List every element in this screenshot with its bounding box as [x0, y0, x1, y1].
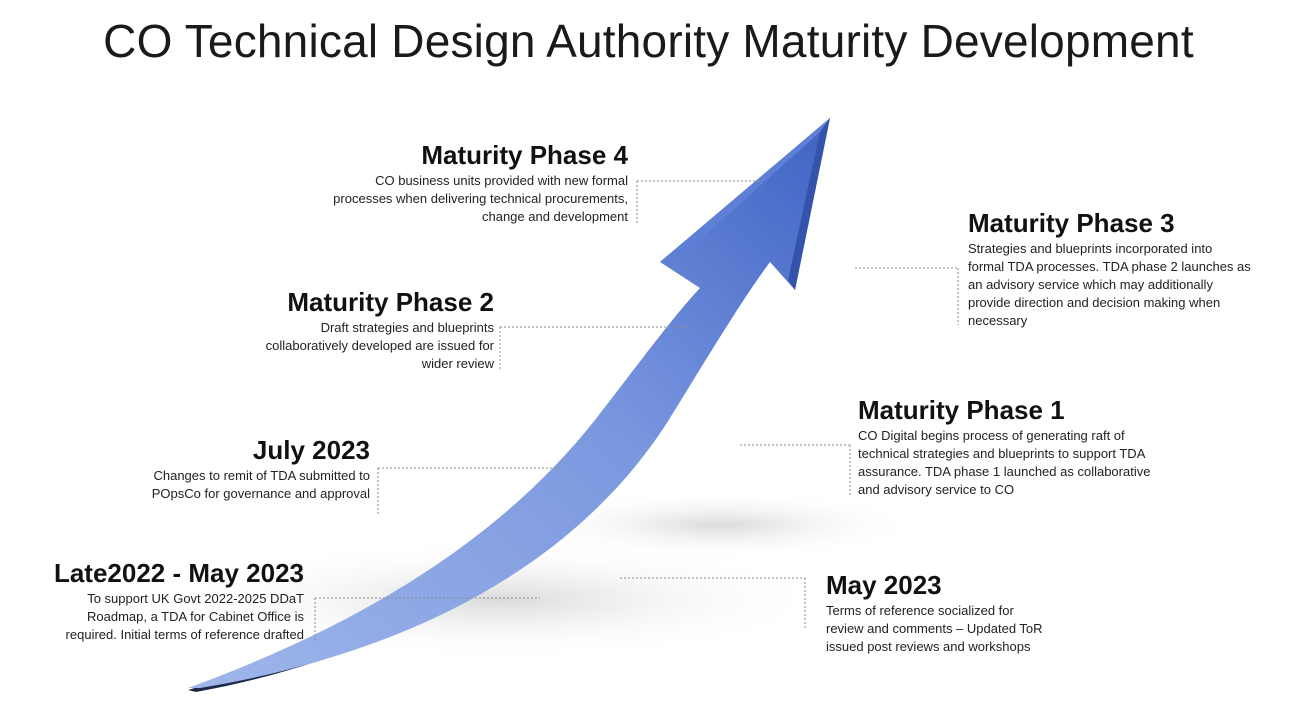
- arrowhead-highlight: [660, 118, 830, 262]
- page-title: CO Technical Design Authority Maturity D…: [103, 15, 1194, 67]
- description-line: and advisory service to CO: [858, 482, 1015, 497]
- milestone-description: Strategies and blueprints incorporated i…: [968, 240, 1278, 330]
- arrowhead-side: [788, 118, 830, 290]
- milestone-heading: Maturity Phase 3: [968, 208, 1175, 238]
- milestone-phase-2: Maturity Phase 2 Draft strategies and bl…: [200, 287, 494, 373]
- milestone-description: Draft strategies and blueprints collabor…: [200, 319, 494, 373]
- milestone-heading: May 2023: [826, 570, 942, 600]
- description-line: provide direction and decision making wh…: [968, 295, 1221, 310]
- milestone-may-2023: May 2023 Terms of reference socialized f…: [826, 570, 1126, 656]
- milestone-heading: Maturity Phase 1: [858, 395, 1065, 425]
- description-line: change and development: [481, 209, 628, 224]
- arrow-body: [188, 118, 830, 688]
- milestone-heading: July 2023: [252, 435, 370, 465]
- description-line: an advisory service which may additional…: [968, 277, 1213, 292]
- description-line: Draft strategies and blueprints: [320, 320, 494, 335]
- milestone-heading: Maturity Phase 4: [421, 140, 628, 170]
- description-line: required. Initial terms of reference dra…: [65, 627, 304, 642]
- description-line: technical strategies and blueprints to s…: [858, 446, 1146, 461]
- description-line: processes when delivering technical proc…: [333, 191, 628, 206]
- description-line: CO Digital begins process of generating …: [858, 428, 1125, 443]
- description-line: CO business units provided with new form…: [375, 173, 628, 188]
- description-line: Strategies and blueprints incorporated i…: [968, 241, 1213, 256]
- description-line: To support UK Govt 2022-2025 DDaT: [87, 591, 304, 606]
- milestone-description: CO Digital begins process of generating …: [858, 427, 1198, 499]
- leader-lines: [314, 180, 959, 640]
- description-line: issued post reviews and workshops: [826, 639, 1031, 654]
- description-line: wider review: [421, 356, 494, 371]
- milestone-late2022: Late2022 - May 2023 To support UK Govt 2…: [14, 558, 304, 644]
- milestone-description: CO business units provided with new form…: [270, 172, 628, 226]
- description-line: formal TDA processes. TDA phase 2 launch…: [968, 259, 1251, 274]
- description-line: Terms of reference socialized for: [826, 603, 1014, 618]
- description-line: necessary: [968, 313, 1028, 328]
- milestone-heading: Late2022 - May 2023: [53, 558, 304, 588]
- description-line: POpsCo for governance and approval: [151, 486, 370, 501]
- milestone-phase-1: Maturity Phase 1 CO Digital begins proce…: [858, 395, 1198, 499]
- milestone-july-2023: July 2023 Changes to remit of TDA submit…: [80, 435, 370, 503]
- milestone-phase-3: Maturity Phase 3 Strategies and blueprin…: [968, 208, 1278, 330]
- arrow-shadow-upper: [520, 490, 920, 560]
- description-line: Roadmap, a TDA for Cabinet Office is: [86, 609, 304, 624]
- milestone-description: Terms of reference socialized for review…: [826, 602, 1126, 656]
- milestone-phase-4: Maturity Phase 4 CO business units provi…: [270, 140, 628, 226]
- milestone-heading: Maturity Phase 2: [287, 287, 494, 317]
- description-line: collaboratively developed are issued for: [265, 338, 494, 353]
- description-line: review and comments – Updated ToR: [826, 621, 1043, 636]
- description-line: assurance. TDA phase 1 launched as colla…: [858, 464, 1151, 479]
- description-line: Changes to remit of TDA submitted to: [153, 468, 370, 483]
- milestone-description: To support UK Govt 2022-2025 DDaT Roadma…: [14, 590, 304, 644]
- milestone-description: Changes to remit of TDA submitted to POp…: [80, 467, 370, 503]
